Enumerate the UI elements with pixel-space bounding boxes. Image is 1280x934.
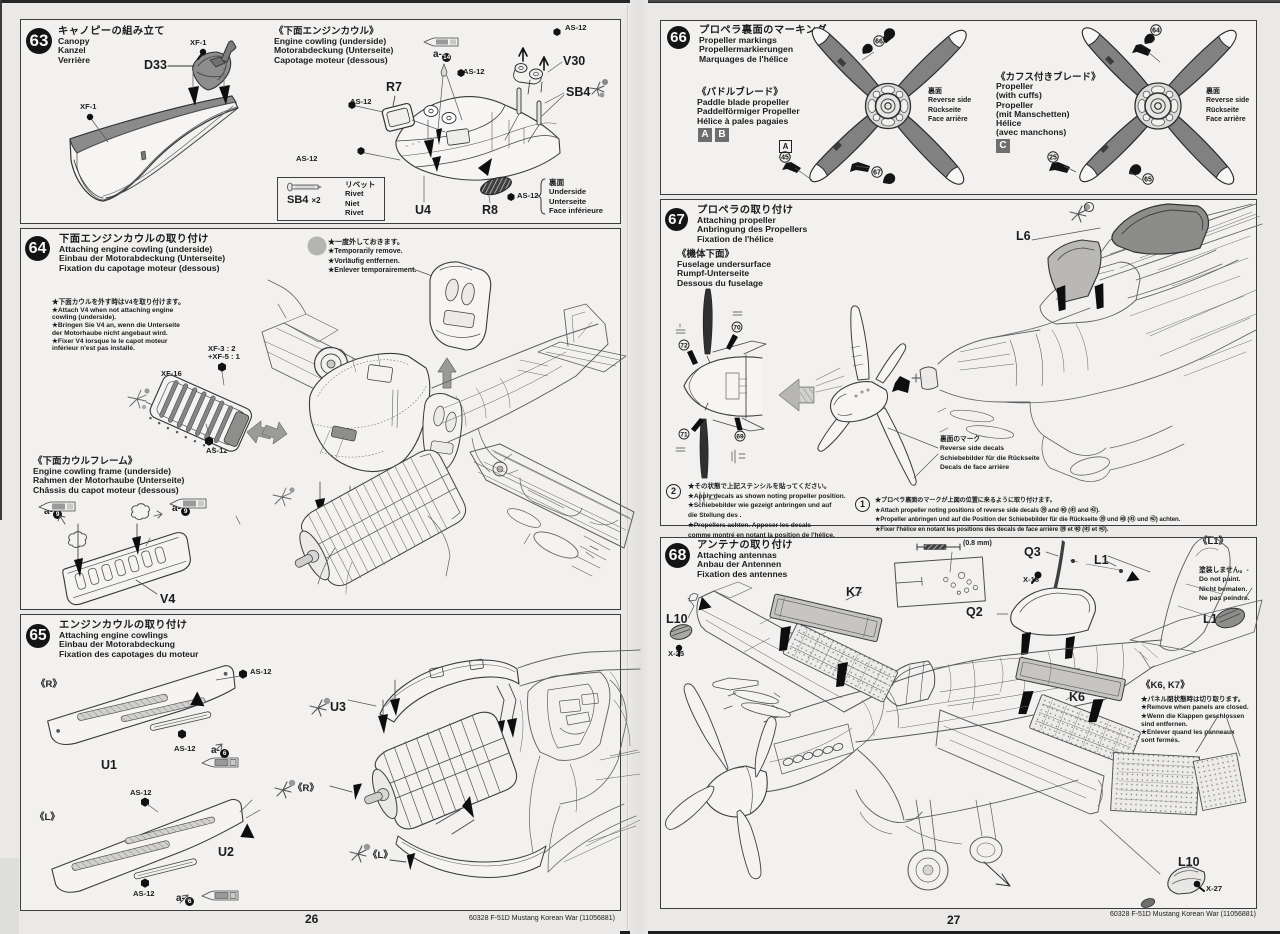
svg-text:65: 65 [1144, 177, 1152, 184]
svg-text:64: 64 [1152, 28, 1160, 35]
svg-text:25: 25 [1049, 155, 1057, 162]
svg-text:67: 67 [873, 170, 881, 177]
svg-text:70: 70 [733, 324, 741, 331]
svg-text:72: 72 [680, 342, 688, 349]
svg-text:71: 71 [680, 431, 688, 438]
svg-text:66: 66 [875, 39, 883, 46]
svg-text:45: 45 [781, 155, 789, 162]
svg-text:69: 69 [736, 433, 744, 440]
